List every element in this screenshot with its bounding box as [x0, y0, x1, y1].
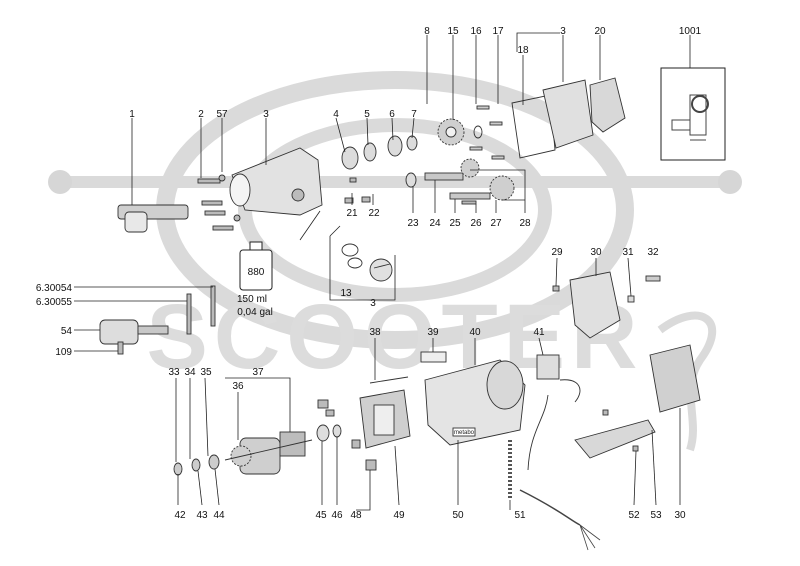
label-52: 52 [628, 510, 640, 521]
label-46: 46 [331, 510, 343, 521]
label-29: 29 [551, 247, 563, 258]
brand-stamp: metabo [454, 430, 475, 436]
bottle-volume-ml: 150 ml [237, 294, 267, 305]
front-cover-part [649, 344, 701, 413]
inset-panel [660, 67, 726, 161]
label-54: 54 [61, 326, 73, 337]
label-17: 17 [492, 26, 504, 37]
label-21: 21 [346, 208, 358, 219]
leader-lines [74, 32, 691, 511]
label-3-housing: 3 [263, 109, 269, 120]
label-25: 25 [449, 218, 461, 229]
label-30-front: 30 [674, 510, 686, 521]
label-6: 6 [389, 109, 395, 120]
label-50: 50 [452, 510, 464, 521]
handle-53-part [574, 409, 656, 459]
label-42: 42 [174, 510, 186, 521]
label-6-30055: 6.30055 [36, 297, 73, 308]
label-109: 109 [55, 347, 72, 358]
label-41: 41 [533, 327, 545, 338]
label-34: 34 [184, 367, 196, 378]
washers-part [173, 454, 220, 476]
label-49: 49 [393, 510, 405, 521]
gear-housing-part [229, 147, 323, 216]
label-32: 32 [647, 247, 659, 258]
label-33: 33 [168, 367, 180, 378]
label-31: 31 [622, 247, 634, 258]
armature-36-part [224, 431, 313, 475]
label-4: 4 [333, 109, 339, 120]
wire-38-part [369, 376, 409, 384]
brush-48-part [317, 399, 377, 471]
label-3-knob: 3 [370, 298, 376, 309]
part-20-shape [589, 77, 626, 133]
bearing-46-part [332, 424, 342, 438]
motor-housing-part: metabo [424, 359, 526, 446]
label-5: 5 [364, 109, 370, 120]
key-6-30055-part [186, 293, 192, 335]
label-22: 22 [368, 208, 380, 219]
label-15: 15 [447, 26, 459, 37]
pins-17-part [469, 105, 505, 160]
label-24: 24 [429, 218, 441, 229]
label-30-rear: 30 [590, 247, 602, 258]
label-1: 1 [129, 109, 135, 120]
label-51: 51 [514, 510, 526, 521]
label-20: 20 [594, 26, 606, 37]
label-57: 57 [216, 109, 228, 120]
label-13: 13 [340, 288, 352, 299]
part-shapes: metabo [99, 67, 726, 551]
label-39-part [420, 351, 447, 363]
label-38: 38 [369, 327, 381, 338]
label-45: 45 [315, 510, 327, 521]
key-6-30054-part [210, 285, 216, 327]
label-18: 18 [517, 45, 529, 56]
gear-cover-part [542, 79, 594, 149]
bearing-45-part [316, 424, 330, 442]
label-26: 26 [470, 218, 482, 229]
bottle-text: 880 150 ml 0,04 gal [237, 267, 273, 318]
label-1001: 1001 [679, 26, 702, 37]
label-43: 43 [196, 510, 208, 521]
bottle-label: 880 [248, 267, 265, 278]
label-6-30054: 6.30054 [36, 283, 73, 294]
bearings-part [341, 135, 418, 170]
label-3-cover: 3 [560, 26, 566, 37]
label-48: 48 [350, 510, 362, 521]
label-27: 27 [490, 218, 502, 229]
ring-16-part [473, 125, 483, 139]
label-40: 40 [469, 327, 481, 338]
bottle-volume-gal: 0,04 gal [237, 307, 273, 318]
label-37: 37 [252, 367, 264, 378]
label-44: 44 [213, 510, 225, 521]
label-28: 28 [519, 218, 531, 229]
shafts-part [405, 158, 515, 205]
switch-41-part [527, 354, 581, 471]
label-36: 36 [232, 381, 244, 392]
cable-51-part [508, 440, 601, 551]
part-number-labels: 1 2 57 3 4 5 6 7 8 15 16 17 18 3 20 1001… [36, 26, 702, 521]
gear-15-part [437, 118, 465, 146]
label-16: 16 [470, 26, 482, 37]
gasket-18-part [511, 94, 556, 159]
label-23: 23 [407, 218, 419, 229]
rear-cover-part [552, 271, 661, 339]
watermark-text: SCOOTER [147, 286, 644, 388]
label-2: 2 [198, 109, 204, 120]
stator-49-part [359, 389, 411, 449]
chuck-54-part [99, 319, 169, 355]
small-parts-21-22 [344, 177, 371, 204]
oil-bottle [239, 241, 273, 291]
label-35: 35 [200, 367, 212, 378]
spindle-part [117, 204, 189, 233]
label-39: 39 [427, 327, 439, 338]
knob-13-part [341, 243, 393, 282]
label-53: 53 [650, 510, 662, 521]
label-7: 7 [411, 109, 417, 120]
label-8: 8 [424, 26, 430, 37]
